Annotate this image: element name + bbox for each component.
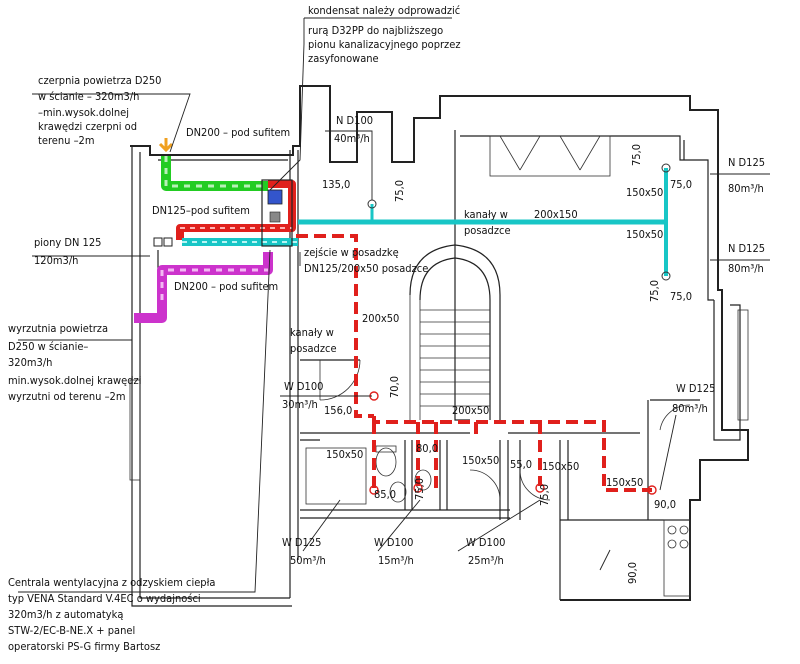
extract-duct-floor xyxy=(296,234,652,492)
note-line: rurą D32PP do najbliższego xyxy=(308,24,443,37)
ventilation-unit xyxy=(261,179,293,247)
note-line: zasyfonowane xyxy=(308,52,379,65)
terminal-flow: 80m³/h xyxy=(728,182,764,195)
note-line: –min.wysok.dolnej xyxy=(38,106,129,119)
note-line: typ VENA Standard V.4EC o wydajności xyxy=(8,592,201,605)
floor-ducts-left-label: kanały w xyxy=(290,326,334,339)
dimension-label: 150x50 xyxy=(462,454,499,467)
dimension-label: 75,0 xyxy=(670,178,692,191)
note-line: terenu –2m xyxy=(38,134,94,147)
intake-note: czerpnia powietrza D250 w ścianie – 320m… xyxy=(38,74,161,147)
dn200-top-label: DN200 – pod sufitem xyxy=(186,126,290,139)
note-line: krawędzi czerpni od xyxy=(38,120,137,133)
walls xyxy=(129,85,749,607)
note-line: wyrzutnia powietrza xyxy=(8,322,108,335)
floor-ducts-label: posadzce xyxy=(464,224,511,237)
exhaust-duct xyxy=(134,252,273,323)
note-line: czerpnia powietrza D250 xyxy=(38,74,161,87)
terminal-name: W D125 xyxy=(282,536,321,549)
dimension-label: 75,0 xyxy=(648,280,661,302)
dimension-label: 75,0 xyxy=(538,484,551,506)
riser-symbols xyxy=(153,237,173,247)
drop-label: DN125/200x50 posadzce xyxy=(304,262,428,275)
dimension-label: 75,0 xyxy=(630,144,643,166)
terminal-flow: 30m³/h xyxy=(282,398,318,411)
note-line: wyrzutni od terenu –2m xyxy=(8,390,125,403)
dimension-label: 75,0 xyxy=(393,180,406,202)
note-line: D250 w ścianie– xyxy=(8,340,88,353)
supply-duct xyxy=(182,163,671,281)
terminal-name: N D125 xyxy=(728,242,765,255)
note-line: min.wysok.dolnej krawędzi xyxy=(8,374,141,387)
terminal-markers xyxy=(369,391,657,495)
terminal-flow: 15m³/h xyxy=(378,554,414,567)
note-line: operatorski PS-G firmy Bartosz xyxy=(8,640,160,653)
dimensions: 135,0 75,0 75,0 150x50 75,0 150x50 75,0 … xyxy=(322,144,692,584)
dimension-label: 150x50 xyxy=(542,460,579,473)
dimension-label: 150x50 xyxy=(326,448,363,461)
drop-label: zejście w posadzkę xyxy=(304,246,399,259)
floor-ducts-size: 200x150 xyxy=(534,208,578,221)
terminal-name: W D125 xyxy=(676,382,715,395)
note-line: piony DN 125 xyxy=(34,236,101,249)
duct-size-label: 200x50 xyxy=(362,312,399,325)
terminal-name: W D100 xyxy=(466,536,505,549)
dimension-label: 156,0 xyxy=(324,404,352,417)
dimension-label: 90,0 xyxy=(654,498,676,511)
terminal-flow: 80m³/h xyxy=(672,402,708,415)
dimension-label: 90,0 xyxy=(626,562,639,584)
note-line: 120m3/h xyxy=(34,254,78,267)
duct-labels: DN200 – pod sufitem DN125–pod sufitem DN… xyxy=(152,126,578,417)
terminal-name: N D125 xyxy=(728,156,765,169)
note-line: STW-2/EC-B-NE.X + panel xyxy=(8,624,135,637)
dimension-label: 80,0 xyxy=(416,442,438,455)
dimension-label: 150x50 xyxy=(606,476,643,489)
terminal-labels: N D100 40m³/h N D125 80m³/h N D125 80m³/… xyxy=(282,114,765,567)
dn200-bottom-label: DN200 – pod sufitem xyxy=(174,280,278,293)
dimension-label: 70,0 xyxy=(388,376,401,398)
dimension-label: 55,0 xyxy=(510,458,532,471)
condensate-note: kondensat należy odprowadzić rurą D32PP … xyxy=(308,4,461,65)
terminal-flow: 50m³/h xyxy=(290,554,326,567)
intake-duct xyxy=(158,138,268,191)
note-line: w ścianie – 320m3/h xyxy=(38,90,139,103)
note-line: 320m3/h xyxy=(8,356,52,369)
dn125-label: DN125–pod sufitem xyxy=(152,204,250,217)
terminal-flow: 40m³/h xyxy=(334,132,370,145)
note-line: Centrala wentylacyjna z odzyskiem ciepła xyxy=(8,576,215,589)
dimension-label: 150x50 xyxy=(626,186,663,199)
terminal-name: W D100 xyxy=(284,380,323,393)
central-unit-note: Centrala wentylacyjna z odzyskiem ciepła… xyxy=(8,576,215,653)
terminal-name: W D100 xyxy=(374,536,413,549)
terminal-name: N D100 xyxy=(336,114,373,127)
exhaust-note: wyrzutnia powietrza D250 w ścianie– 320m… xyxy=(8,322,141,403)
leader-lines xyxy=(18,17,770,593)
dimension-label: 85,0 xyxy=(374,488,396,501)
dimension-label: 135,0 xyxy=(322,178,350,191)
dimension-label: 75,0 xyxy=(413,478,426,500)
dimension-label: 150x50 xyxy=(626,228,663,241)
terminal-flow: 80m³/h xyxy=(728,262,764,275)
terminal-flow: 25m³/h xyxy=(468,554,504,567)
risers-note: piony DN 125 120m3/h xyxy=(34,236,101,267)
floor-ducts-left-label: posadzce xyxy=(290,342,337,355)
floor-ducts-label: kanały w xyxy=(464,208,508,221)
note-line: 320m3/h z automatyką xyxy=(8,608,123,621)
dimension-label: 75,0 xyxy=(670,290,692,303)
note-line: kondensat należy odprowadzić xyxy=(308,4,460,17)
note-line: pionu kanalizacyjnego poprzez xyxy=(308,38,461,51)
duct-size-label: 200x50 xyxy=(452,404,489,417)
